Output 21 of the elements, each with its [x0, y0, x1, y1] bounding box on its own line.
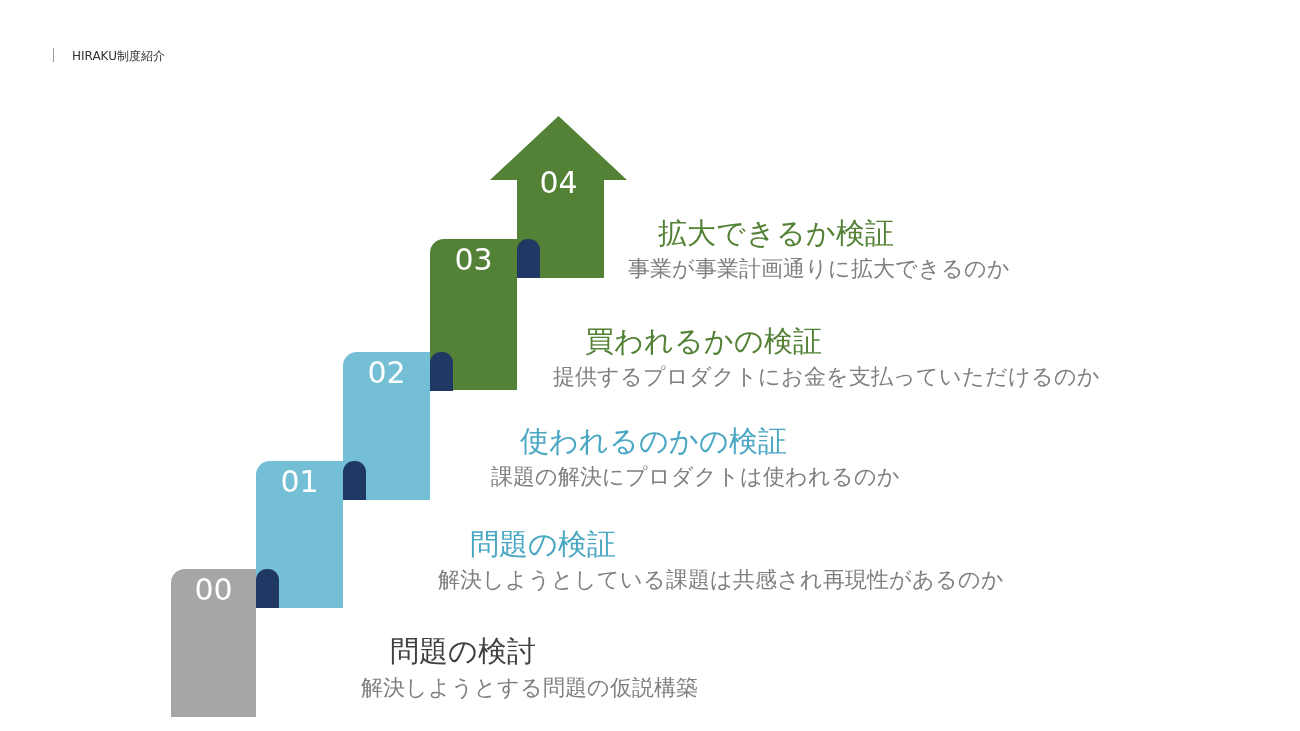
step-bar [256, 461, 343, 608]
arrow-step [490, 116, 627, 278]
step-bar [343, 352, 430, 500]
step-heading: 買われるかの検証 [585, 324, 822, 358]
step-bar [430, 239, 517, 390]
step-description: 解決しようとする問題の仮説構築 [361, 674, 698, 702]
step-number: 00 [193, 573, 234, 607]
step-number: 01 [279, 465, 320, 499]
step-number: 03 [453, 243, 494, 277]
step-number: 04 [538, 166, 579, 200]
step-description: 解決しようとしている課題は共感され再現性があるのか [438, 566, 1004, 594]
step-description: 課題の解決にプロダクトは使われるのか [491, 463, 900, 491]
step-heading: 問題の検証 [470, 527, 616, 561]
step-description: 提供するプロダクトにお金を支払っていただけるのか [553, 363, 1100, 391]
step-bar [171, 569, 256, 717]
page-title: HIRAKU制度紹介 [72, 48, 165, 65]
step-heading: 拡大できるか検証 [658, 216, 894, 250]
step-description: 事業が事業計画通りに拡大できるのか [628, 255, 1010, 283]
step-heading: 問題の検討 [390, 634, 536, 668]
step-heading: 使われるのかの検証 [520, 424, 787, 458]
step-number: 02 [366, 356, 407, 390]
